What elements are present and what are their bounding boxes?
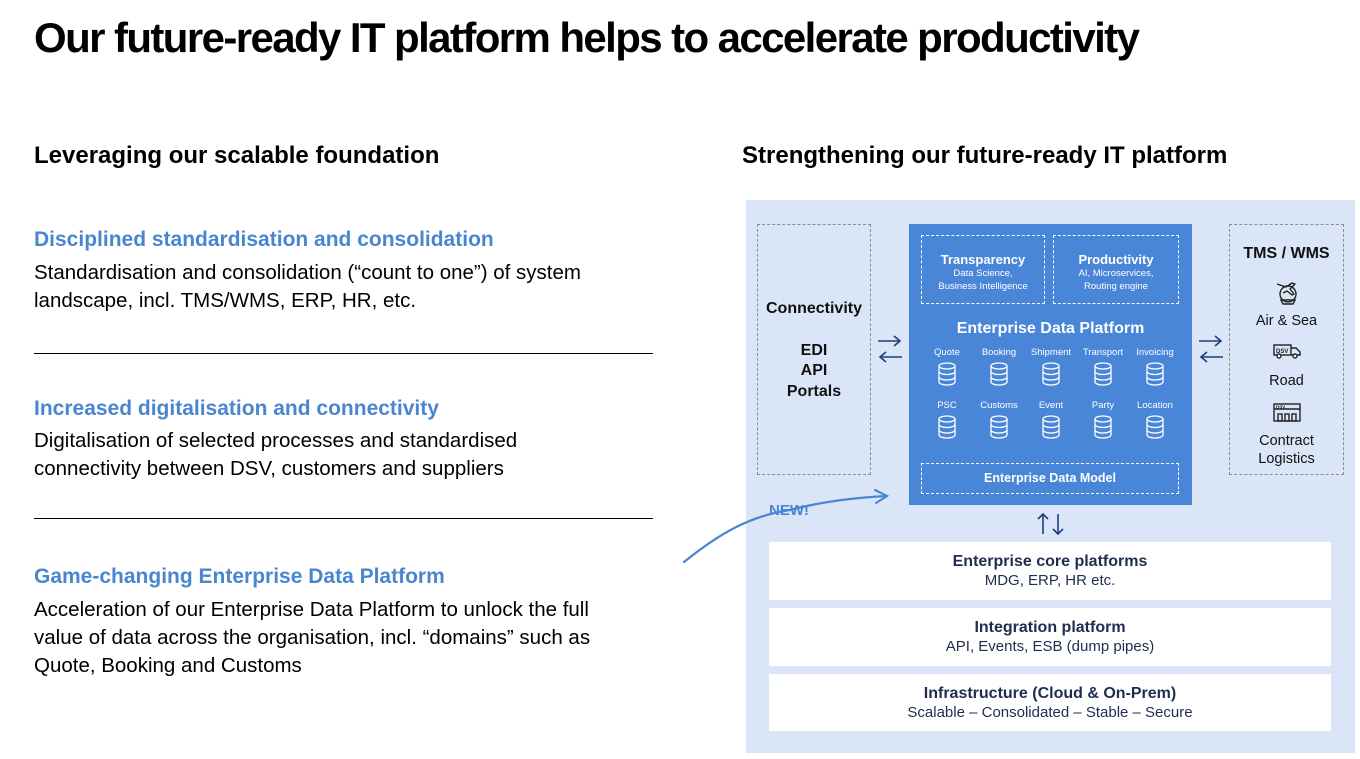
productivity-box: Productivity AI, Microservices, Routing … xyxy=(1053,235,1179,304)
database-icon xyxy=(1077,362,1129,391)
transparency-line: Business Intelligence xyxy=(938,281,1028,292)
database-icon xyxy=(921,362,973,391)
section-heading-standardisation: Disciplined standardisation and consolid… xyxy=(34,228,494,251)
transparency-box: Transparency Data Science, Business Inte… xyxy=(921,235,1045,304)
double-arrow-vertical-icon xyxy=(1034,511,1068,542)
layer-title: Enterprise core platforms xyxy=(952,553,1148,570)
layer-title: Infrastructure (Cloud & On-Prem) xyxy=(923,685,1177,702)
page-title: Our future-ready IT platform helps to ac… xyxy=(34,14,1140,61)
body-line: Quote, Booking and Customs xyxy=(34,654,302,677)
section-body-edp: Acceleration of our Enterprise Data Plat… xyxy=(34,596,674,680)
layer-infrastructure: Infrastructure (Cloud & On-Prem) Scalabl… xyxy=(769,674,1331,731)
database-icon xyxy=(1025,362,1077,391)
enterprise-data-model-box: Enterprise Data Model xyxy=(921,463,1179,494)
domain-label-event: Event xyxy=(1038,400,1064,411)
layer-title: Integration platform xyxy=(974,619,1126,636)
productivity-title: Productivity xyxy=(1078,252,1154,267)
warehouse-icon: DSV xyxy=(1229,401,1344,428)
productivity-line: Routing engine xyxy=(1084,281,1148,292)
connectivity-box xyxy=(757,224,871,475)
domain-label-shipment: Shipment xyxy=(1030,347,1072,358)
tms-item-air-sea: Air & Sea xyxy=(1255,313,1318,329)
section-divider xyxy=(34,353,653,354)
connectivity-item-portals: Portals xyxy=(786,383,842,400)
tms-wms-title: TMS / WMS xyxy=(1243,245,1330,262)
productivity-line: AI, Microservices, xyxy=(1078,268,1154,279)
layer-integration: Integration platform API, Events, ESB (d… xyxy=(769,608,1331,666)
plane-ship-icon xyxy=(1229,279,1344,312)
section-heading-edp: Game-changing Enterprise Data Platform xyxy=(34,565,445,588)
connectivity-item-edi: EDI xyxy=(800,342,828,359)
transparency-line: Data Science, xyxy=(953,268,1013,279)
database-icon xyxy=(1077,415,1129,444)
double-arrow-icon xyxy=(876,333,904,370)
database-icon xyxy=(921,415,973,444)
transparency-title: Transparency xyxy=(940,252,1026,267)
svg-text:DSV: DSV xyxy=(1276,349,1288,355)
svg-text:DSV: DSV xyxy=(1276,405,1285,410)
enterprise-data-model-label: Enterprise Data Model xyxy=(984,471,1116,485)
domain-label-customs: Customs xyxy=(980,400,1018,411)
layer-enterprise-core: Enterprise core platforms MDG, ERP, HR e… xyxy=(769,542,1331,600)
domain-label-location: Location xyxy=(1137,400,1173,411)
body-line: Standardisation and consolidation (“coun… xyxy=(34,261,581,284)
database-icon xyxy=(1129,362,1181,391)
body-line: Digitalisation of selected processes and… xyxy=(34,429,518,452)
database-icon xyxy=(973,362,1025,391)
layer-subtitle: MDG, ERP, HR etc. xyxy=(984,572,1116,589)
database-icon xyxy=(973,415,1025,444)
truck-icon: DSV xyxy=(1229,343,1344,364)
body-line: landscape, incl. TMS/WMS, ERP, HR, etc. xyxy=(34,289,417,312)
connectivity-title: Connectivity xyxy=(765,300,862,317)
body-line: Acceleration of our Enterprise Data Plat… xyxy=(34,598,589,621)
database-icon xyxy=(1129,415,1181,444)
section-body-standardisation: Standardisation and consolidation (“coun… xyxy=(34,259,674,315)
curved-arrow-icon xyxy=(680,488,895,571)
domain-label-party: Party xyxy=(1091,400,1115,411)
tms-item-logistics: Logistics xyxy=(1258,451,1315,467)
domain-label-transport: Transport xyxy=(1082,347,1124,358)
body-line: connectivity between DSV, customers and … xyxy=(34,457,504,480)
section-heading-digitalisation: Increased digitalisation and connectivit… xyxy=(34,397,439,420)
domain-label-invoicing: Invoicing xyxy=(1136,347,1174,358)
right-column-title: Strengthening our future-ready IT platfo… xyxy=(742,142,1228,169)
tms-item-road: Road xyxy=(1269,373,1304,389)
connectivity-item-api: API xyxy=(800,362,828,379)
domain-label-booking: Booking xyxy=(981,347,1017,358)
tms-item-contract: Contract xyxy=(1259,433,1314,449)
body-line: value of data across the organisation, i… xyxy=(34,626,591,649)
enterprise-data-platform-box xyxy=(909,224,1192,505)
database-icon xyxy=(1025,415,1077,444)
tms-wms-box xyxy=(1229,224,1344,475)
left-column-title: Leveraging our scalable foundation xyxy=(34,142,440,169)
section-divider xyxy=(34,518,653,519)
section-body-digitalisation: Digitalisation of selected processes and… xyxy=(34,427,674,483)
double-arrow-icon xyxy=(1197,333,1225,370)
layer-subtitle: API, Events, ESB (dump pipes) xyxy=(945,638,1155,655)
edp-title: Enterprise Data Platform xyxy=(956,320,1145,337)
layer-subtitle: Scalable – Consolidated – Stable – Secur… xyxy=(907,704,1193,721)
domain-label-psc: PSC xyxy=(937,400,957,411)
domain-label-quote: Quote xyxy=(934,347,960,358)
